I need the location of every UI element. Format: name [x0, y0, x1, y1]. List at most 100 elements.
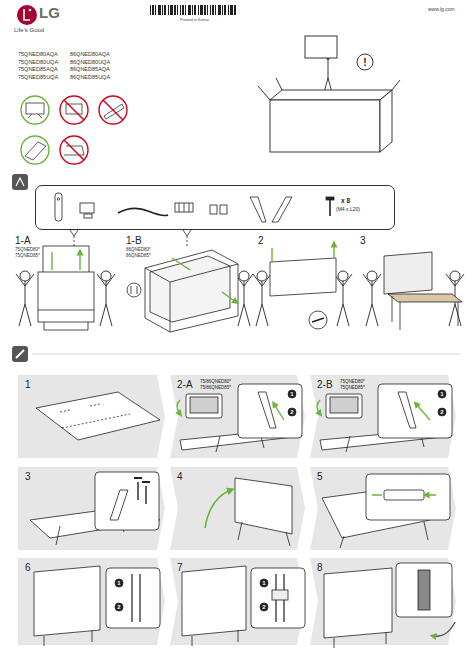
- label-text: 75QNED80*: [15, 248, 40, 253]
- stand-insert: [317, 400, 320, 414]
- node-text: 75/86QNED85*: [200, 386, 231, 391]
- cable-management: [106, 568, 160, 628]
- cable-cover: [384, 490, 424, 500]
- table-placement: [363, 271, 381, 326]
- cable-management: [115, 579, 123, 587]
- step-number: 5: [317, 472, 323, 482]
- warning-icons: [64, 146, 84, 155]
- panel-fill: [170, 375, 305, 458]
- packing-box: [270, 100, 380, 152]
- cable-cover-final: [418, 570, 430, 610]
- tv-back: [36, 392, 160, 440]
- lift-panel: [312, 318, 324, 322]
- cable-management: [34, 566, 100, 636]
- warning-icons: [66, 104, 82, 114]
- packing-box: [258, 36, 400, 152]
- unbox-upright: [38, 272, 94, 322]
- screw-fixing: [138, 482, 146, 504]
- stand-insert: [177, 384, 302, 452]
- label-text: 1-B: [126, 236, 142, 246]
- packing-box: [305, 36, 337, 58]
- label-text: !: [361, 58, 369, 68]
- component-items: [272, 197, 292, 222]
- stand-insert: [317, 384, 452, 452]
- unbox-side: [172, 258, 236, 302]
- warning-icons: [64, 140, 84, 160]
- cable-management: [192, 630, 238, 646]
- label-text: 1-A: [15, 236, 31, 246]
- component-items: [80, 203, 94, 213]
- lift-panel: [309, 311, 327, 329]
- component-items: [57, 198, 59, 200]
- stand-insert: [398, 392, 416, 428]
- panel-fill: [310, 467, 456, 550]
- step-panel: 6: [18, 558, 165, 645]
- component-items: [70, 230, 191, 236]
- cable-cover-final: [396, 563, 452, 617]
- stand-insert: [186, 394, 222, 418]
- cable-management: [276, 574, 284, 622]
- step-panel: 5: [310, 467, 456, 550]
- screw-fixing: [95, 472, 159, 530]
- warning-icons: [99, 96, 127, 124]
- cable-cover-final: [324, 563, 455, 648]
- panel-shape: [310, 467, 456, 550]
- table-placement: [392, 296, 458, 330]
- unbox-upright: [43, 246, 89, 306]
- stand-insert: [330, 397, 358, 413]
- label-text: 75QNED85*: [15, 254, 40, 259]
- cable-cover: [340, 522, 428, 548]
- cable-management: [251, 568, 305, 628]
- node-text: 75/86QNED80*: [200, 380, 231, 385]
- panel-shape: [310, 558, 456, 645]
- panel-fill: [170, 558, 305, 645]
- stand-insert: [416, 404, 430, 420]
- node-text: 75QNED80*: [340, 380, 365, 385]
- step-number: 6: [25, 563, 31, 573]
- label-text: Printed in Korea: [180, 18, 209, 22]
- label-text: Life's Good: [14, 27, 44, 33]
- section-icon: [32, 354, 460, 355]
- section-icon: [12, 174, 28, 190]
- unbox-side: [127, 250, 253, 332]
- stand-insert: [274, 404, 284, 420]
- node-text: 75QNED85*: [340, 386, 365, 391]
- label-text: 86QNED85AQA: [70, 67, 110, 73]
- stand-insert: [320, 428, 452, 450]
- step-panel: 1: [18, 375, 165, 458]
- label-text: 75QNED80UQA: [18, 60, 58, 66]
- warning-icons: [21, 96, 49, 124]
- lift-panel: [253, 244, 352, 329]
- cable-cover-final: [324, 568, 392, 638]
- cable-management: [34, 566, 160, 646]
- stand-insert: [177, 400, 180, 414]
- warning-icons: [64, 100, 84, 120]
- barcode: [150, 5, 236, 15]
- cable-management: [272, 590, 288, 600]
- label-text: 75QNED85UQA: [18, 75, 58, 81]
- warning-icons: [25, 142, 46, 160]
- unbox-upright: [16, 271, 34, 326]
- table-placement: [388, 294, 462, 302]
- label-text: 75QNED85AQA: [18, 67, 58, 73]
- step-number: 2-B: [317, 380, 333, 390]
- warning-icons: [104, 104, 124, 119]
- component-items: [175, 203, 193, 212]
- step-panel: 2-B 75QNED80*75QNED85*: [310, 375, 456, 458]
- stand-insert: [238, 384, 302, 438]
- label-text: 86QNED85UQA: [70, 75, 110, 81]
- cable-cover: [322, 474, 450, 548]
- screw-fixing: [30, 505, 160, 538]
- panel-fill: [310, 558, 456, 645]
- unbox-upright: [97, 271, 115, 326]
- step-panel: 4: [170, 467, 305, 550]
- section-icon: [16, 350, 24, 358]
- unbox-side: [127, 283, 141, 297]
- tv-back: [36, 392, 160, 440]
- panel-shape: [18, 467, 165, 550]
- label-text: 86QNED80UQA: [70, 60, 110, 66]
- component-items: [74, 236, 187, 246]
- component-items: [55, 193, 334, 246]
- node-text: (M4 x L20): [336, 207, 360, 212]
